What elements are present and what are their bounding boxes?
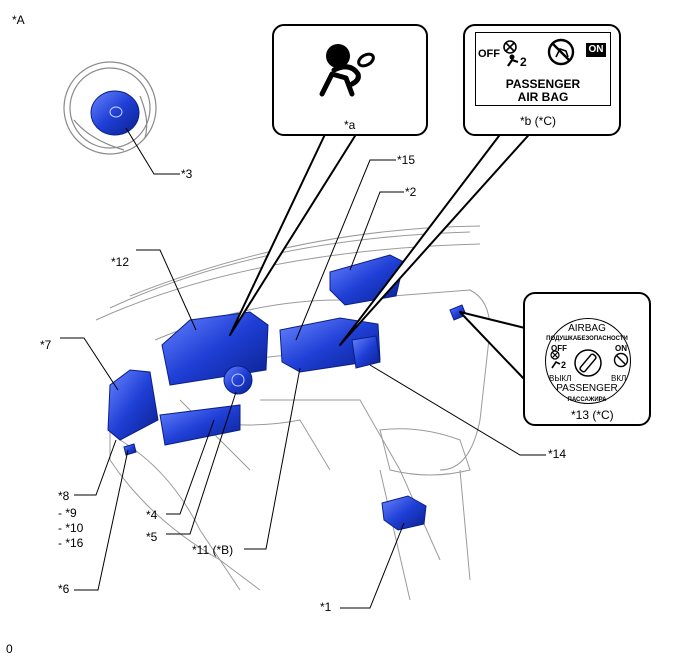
label-8: *8: [58, 489, 70, 503]
callout-c-caption: *13 (*C): [571, 408, 614, 422]
leader-2: [349, 191, 404, 271]
callout-c-box: AIRBAG ПОДУШКАБЕЗОПАСНОСТИ OFF ON 2 ВЫКЛ…: [523, 292, 651, 426]
passenger-seat-airbag-icon: [547, 38, 575, 66]
figure-label: *A: [12, 13, 25, 27]
switch-top-line1: AIRBAG: [568, 323, 606, 334]
label-2: *2: [405, 185, 417, 199]
switch-right-word: ВКЛ: [611, 374, 627, 383]
switch-on-icon: [613, 352, 629, 368]
label-7: *7: [40, 338, 52, 352]
steering-wheel-pad: [90, 90, 140, 136]
callout-b-box: OFF 2 ON PASSENGER AIR BAG *b (*C): [463, 24, 621, 136]
leader-7: [60, 337, 119, 391]
steering-wheel-emblem: [109, 106, 123, 118]
leader-4: [166, 419, 215, 515]
label-3: *3: [181, 167, 193, 181]
callout-a-box: *a: [272, 24, 428, 136]
airbag-switch-face: [545, 318, 631, 404]
leader-15: [295, 159, 396, 341]
switch-on-text: ON: [615, 344, 627, 353]
dashboard-outline: [95, 225, 491, 601]
instrument-panel-lower: [159, 404, 241, 446]
label-16: - *16: [58, 536, 84, 550]
label-11: *11 (*B): [192, 543, 234, 557]
leader-6: [74, 449, 129, 591]
switch-off-icon: 2: [550, 350, 566, 370]
switch-key-slot-icon: [574, 349, 602, 377]
leader-lines: [60, 127, 546, 609]
label-1: *1: [320, 600, 332, 614]
switch-bottom-line1: PASSENGER: [556, 383, 618, 394]
label-12: *12: [111, 255, 130, 269]
label-15: *15: [397, 153, 416, 167]
passenger-airbag-panel: OFF 2 ON PASSENGER AIR BAG: [475, 32, 611, 106]
meter-assembly: [161, 311, 269, 386]
svg-text:2: 2: [561, 360, 566, 370]
connector-part: [123, 443, 137, 456]
leader-11: [244, 367, 301, 550]
panel-off-text: OFF: [478, 48, 500, 60]
corner-code: 0: [6, 642, 13, 656]
knee-airbag-left: [107, 369, 159, 441]
leader-1: [340, 522, 405, 609]
label-10: - *10: [58, 521, 84, 535]
label-6: *6: [58, 582, 70, 596]
panel-line1: PASSENGER: [505, 77, 581, 91]
spiral-cable-disk: [223, 365, 253, 395]
switch-top-line2: ПОДУШКАБЕЗОПАСНОСТИ: [546, 336, 628, 342]
airbag-warning-icon: [319, 44, 375, 97]
spiral-cable-center: [231, 373, 245, 387]
switch-left-word: ВЫКЛ: [549, 374, 572, 383]
callout-b-caption: *b (*C): [520, 114, 557, 128]
switch-bottom-line2: ПАССАЖИРА: [567, 397, 607, 403]
leader-3: [125, 127, 180, 175]
leader-5: [166, 391, 237, 535]
svg-text:2: 2: [520, 55, 527, 67]
label-9: - *9: [58, 506, 77, 520]
leader-14: [369, 364, 546, 456]
airbag-sensor-center: [381, 495, 427, 531]
panel-on-badge: ON: [586, 43, 606, 57]
bracket-part: [351, 335, 381, 369]
label-14: *14: [548, 447, 567, 461]
steering-wheel-outline: [63, 61, 157, 155]
panel-line2: AIR BAG: [517, 90, 569, 104]
callout-c-pointer: [459, 311, 526, 381]
passenger-off-icon: 2: [503, 40, 527, 67]
switch-off-text: OFF: [551, 344, 567, 353]
label-5: *5: [146, 530, 158, 544]
callout-a-caption: *a: [344, 118, 356, 132]
label-4: *4: [146, 508, 158, 522]
leader-12: [136, 249, 197, 331]
leader-8: [74, 439, 117, 496]
